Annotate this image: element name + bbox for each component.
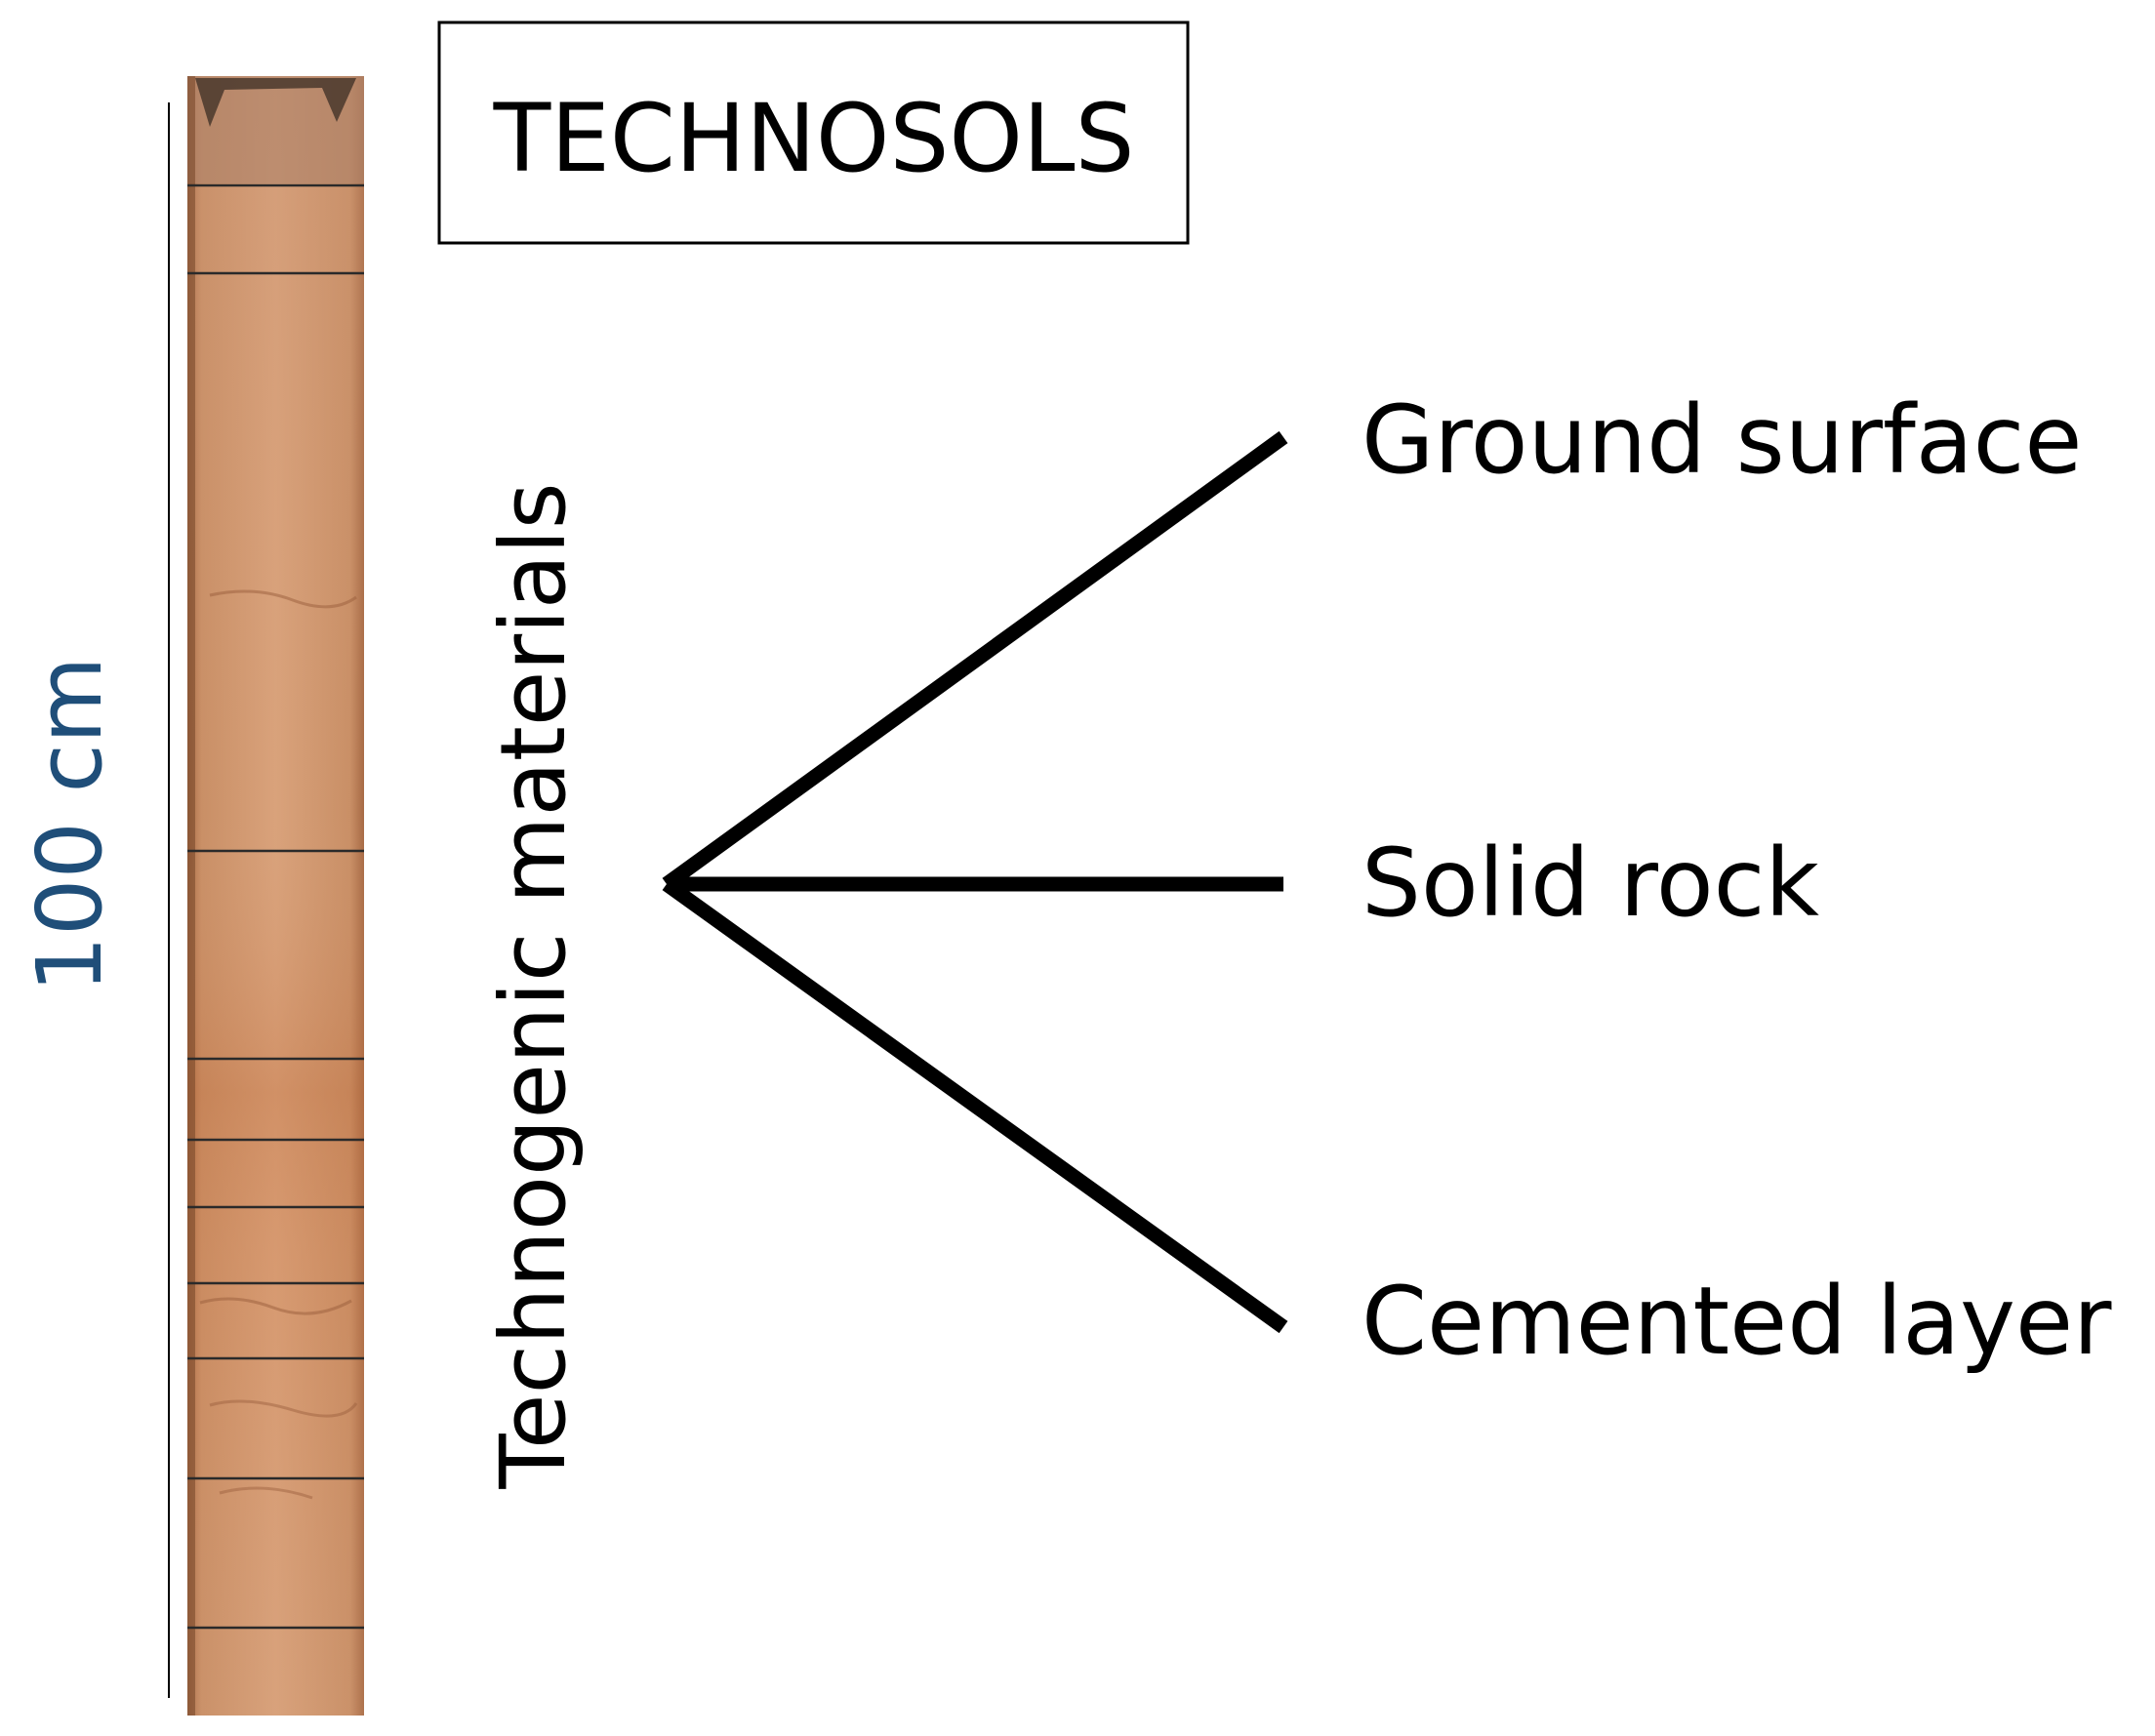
title-box [437,20,1190,245]
branch-line-cemented-layer [662,877,1288,1334]
soil-core-image [187,76,364,1716]
horizon-lines [187,183,364,1630]
branch-label-cemented-layer: Cemented layer [1362,1267,2112,1376]
branch-line-ground-surface [662,430,1288,891]
branch-label-solid-rock: Solid rock [1362,828,1819,938]
branch-lines [662,430,1288,1334]
material-label: Technogenic materials [481,482,586,1489]
title: TECHNOSOLS [493,84,1135,193]
branch-label-ground-surface: Ground surface [1362,385,2082,495]
scale-label: 100 cm [18,656,122,992]
